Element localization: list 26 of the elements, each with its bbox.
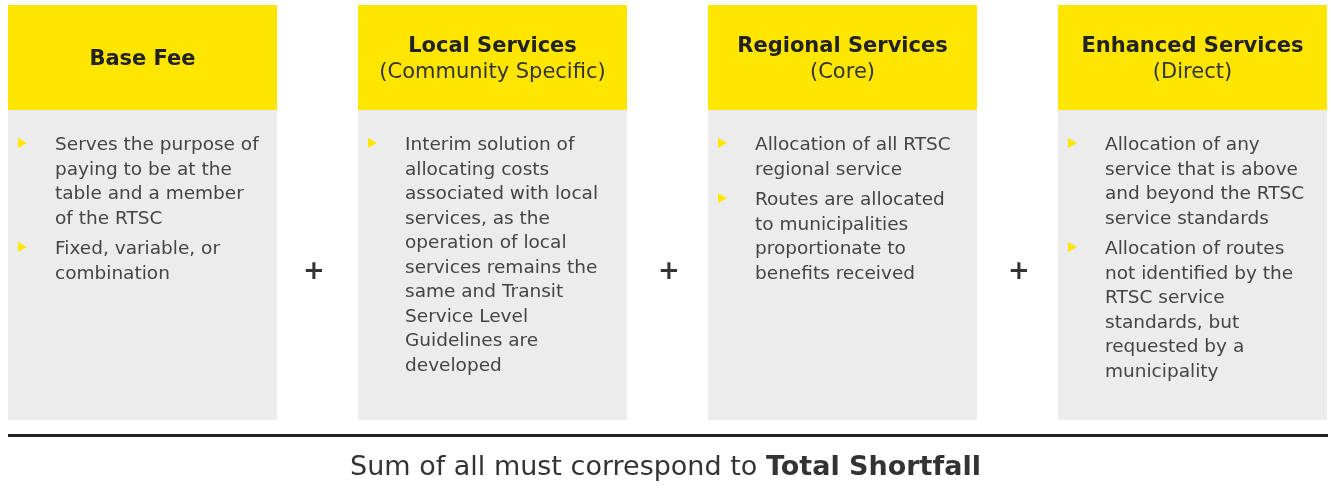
header-band (1058, 5, 1327, 110)
content-panel (358, 110, 627, 420)
content-panel (1058, 110, 1327, 420)
plus-sign: + (658, 255, 680, 285)
heading-text: Enhanced Services (1081, 31, 1304, 58)
plus-sign: + (1008, 255, 1030, 285)
bullet-text: Serves the purpose of paying to be at the table and a member of the RTSC (55, 132, 260, 230)
heading-text: Regional Services (737, 31, 948, 58)
caption-text: Sum of all must correspond to Total Shortfall (349, 450, 982, 481)
header-band (708, 5, 977, 110)
heading-text: Local Services (408, 31, 577, 58)
subheading-text: (Core) (810, 57, 875, 84)
content-panel (8, 110, 277, 420)
header-band (8, 5, 277, 110)
bullet-text: Allocation of all RTSC regional service (755, 132, 952, 181)
subheading-text: (Direct) (1152, 57, 1233, 84)
heading-text: Base Fee (89, 44, 196, 71)
bullet-text: Allocation of any service that is above and beyond the RTSC service standards (1105, 132, 1306, 230)
header-band (358, 5, 627, 110)
bullet-text: Interim solution of allocating costs associated with local services, as the operation of local services remains the same and Transit Service Level Guidelines are developed (405, 132, 600, 377)
subheading-text: (Community Specific) (379, 57, 606, 84)
content-panel (708, 110, 977, 420)
bullet-text: Routes are allocated to municipalities proportionate to benefits received (755, 187, 946, 285)
plus-sign: + (303, 255, 325, 285)
bullet-text: Allocation of routes not identified by the RTSC service standards, but requested by a municipality (1105, 236, 1295, 383)
bullet-text: Fixed, variable, or combination (55, 236, 222, 285)
